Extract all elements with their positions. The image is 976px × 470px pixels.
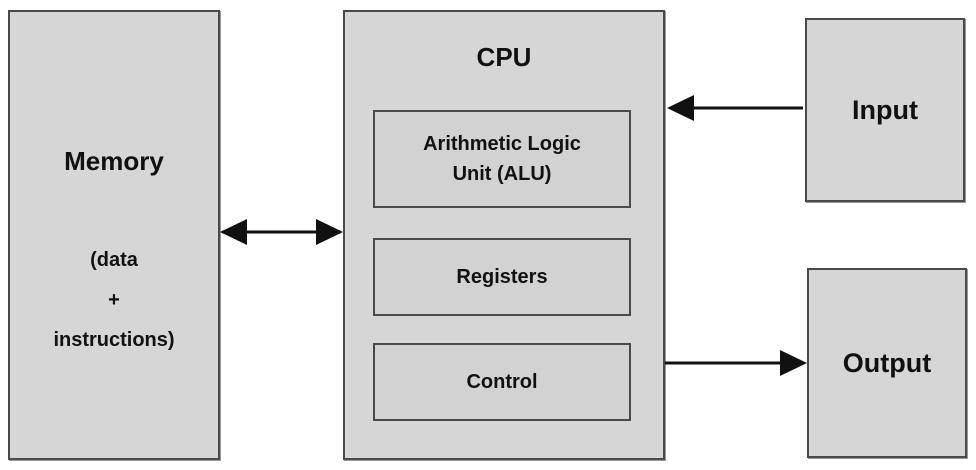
memory-box: Memory (data + instructions)	[8, 10, 220, 460]
memory-line-data: (data	[90, 249, 138, 271]
output-box: Output	[807, 268, 967, 458]
cpu-box: CPU Arithmetic Logic Unit (ALU) Register…	[343, 10, 665, 460]
control-label: Control	[466, 371, 538, 393]
alu-box: Arithmetic Logic Unit (ALU)	[373, 110, 631, 208]
cpu-title: CPU	[476, 42, 532, 72]
input-label: Input	[852, 94, 918, 125]
registers-box: Registers	[373, 238, 631, 316]
control-box: Control	[373, 343, 631, 421]
cpu-to-output-arrow	[665, 350, 807, 376]
memory-line-plus: +	[108, 289, 120, 311]
memory-title: Memory	[64, 146, 164, 176]
alu-label-line1: Arithmetic Logic	[423, 133, 581, 155]
alu-label-line2: Unit (ALU)	[452, 163, 552, 185]
memory-cpu-arrow	[220, 219, 343, 245]
memory-description: (data + instructions)	[10, 240, 218, 360]
output-label: Output	[842, 347, 932, 378]
input-to-cpu-arrow	[667, 95, 803, 121]
input-box: Input	[805, 18, 965, 202]
memory-line-instructions: instructions)	[53, 329, 175, 351]
registers-label: Registers	[456, 266, 548, 288]
